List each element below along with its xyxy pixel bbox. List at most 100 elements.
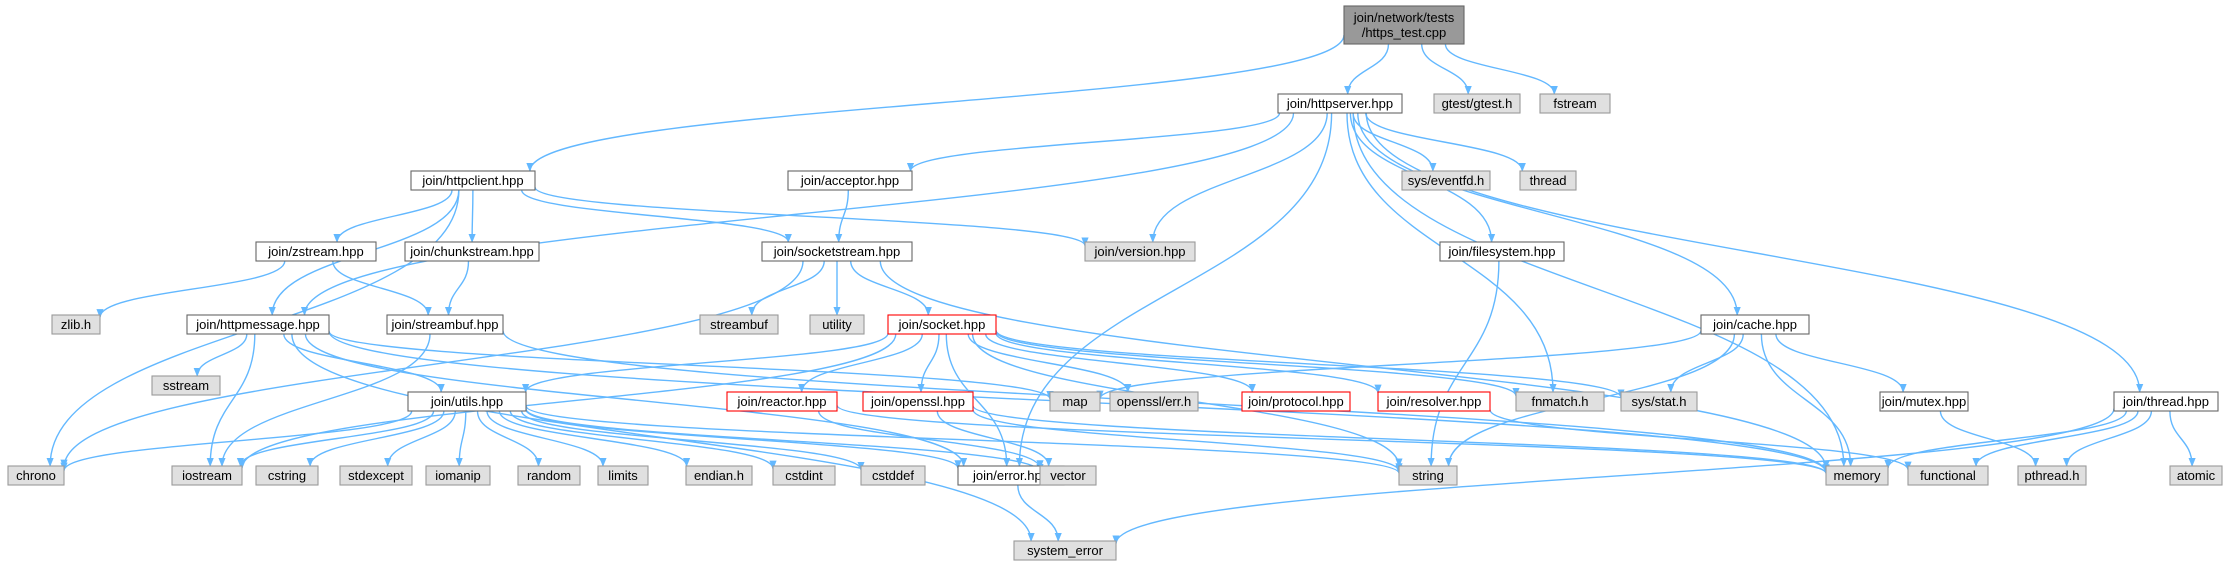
- node-box: [1825, 465, 1889, 486]
- node-fnmatch-h: fnmatch.h: [1515, 391, 1605, 412]
- edge-utils-to-iomanip: [455, 410, 467, 467]
- node-join-acceptor-hpp[interactable]: join/acceptor.hpp: [787, 170, 913, 191]
- node-label: cstddef: [872, 468, 914, 483]
- node-sstream: sstream: [151, 375, 221, 396]
- edge-httpmessage-to-error: [304, 333, 968, 467]
- node-label: join/utils.hpp: [430, 394, 503, 409]
- node-box: [1343, 5, 1465, 45]
- node-join-network-tests-https-test-cpp[interactable]: join/network/tests/https_test.cpp: [1343, 5, 1465, 45]
- node-join-socketstream-hpp[interactable]: join/socketstream.hpp: [761, 241, 913, 262]
- node-label: join/reactor.hpp: [737, 394, 827, 409]
- node-join-mutex-hpp[interactable]: join/mutex.hpp: [1879, 391, 1969, 412]
- node-box: [772, 465, 836, 486]
- edge-httpserver-to-acceptor: [907, 112, 1281, 172]
- node-label: openssl/err.h: [1117, 394, 1191, 409]
- node-label: string: [1412, 468, 1444, 483]
- node-join-cache-hpp[interactable]: join/cache.hpp: [1700, 314, 1810, 335]
- edge-socket-to-reactor: [798, 333, 923, 393]
- node-join-streambuf-hpp[interactable]: join/streambuf.hpp: [386, 314, 504, 335]
- edge-utils-to-stdexcept: [384, 410, 456, 467]
- node-box: [1515, 391, 1605, 412]
- node-join-httpclient-hpp[interactable]: join/httpclient.hpp: [410, 170, 536, 191]
- node-join-utils-hpp[interactable]: join/utils.hpp: [407, 391, 527, 412]
- node-box: [1241, 391, 1351, 412]
- node-map: map: [1049, 391, 1101, 412]
- node-memory: memory: [1825, 465, 1889, 486]
- node-join-protocol-hpp[interactable]: join/protocol.hpp: [1241, 391, 1351, 412]
- node-join-version-hpp: join/version.hpp: [1084, 241, 1196, 262]
- edge-error-to-system_error: [1017, 484, 1062, 542]
- node-zlib-h: zlib.h: [51, 314, 101, 335]
- node-box: [1401, 170, 1491, 191]
- edge-utils-to-vector: [525, 408, 1044, 473]
- node-join-filesystem-hpp[interactable]: join/filesystem.hpp: [1439, 241, 1565, 262]
- edge-httpclient-to-zstream: [333, 189, 453, 243]
- node-label: fnmatch.h: [1531, 394, 1588, 409]
- edge-reactor-to-memory: [836, 404, 1830, 475]
- node-box: [1109, 391, 1199, 412]
- node-join-thread-hpp[interactable]: join/thread.hpp: [2113, 391, 2219, 412]
- node-join-httpserver-hpp[interactable]: join/httpserver.hpp: [1277, 93, 1403, 114]
- node-label: streambuf: [710, 317, 768, 332]
- edge-utils-to-chrono: [60, 410, 413, 472]
- node-label: join/cache.hpp: [1712, 317, 1797, 332]
- node-box: [2169, 465, 2223, 486]
- node-functional: functional: [1907, 465, 1989, 486]
- edge-openssl_h-to-string: [972, 409, 1403, 473]
- node-label: join/error.hpp: [972, 468, 1049, 483]
- node-label: functional: [1920, 468, 1976, 483]
- edge-httpserver-to-eventfd: [1352, 112, 1437, 172]
- edge-root-to-fstream: [1444, 43, 1558, 95]
- node-iostream: iostream: [171, 465, 243, 486]
- node-box: [862, 391, 974, 412]
- node-label: join/acceptor.hpp: [800, 173, 899, 188]
- node-gtest-gtest-h: gtest/gtest.h: [1433, 93, 1521, 114]
- node-box: [761, 241, 913, 262]
- node-join-openssl-hpp[interactable]: join/openssl.hpp: [862, 391, 974, 412]
- edge-socket-to-protocol: [985, 333, 1256, 393]
- header-nodes: join/network/tests/https_test.cpp join/ht…: [7, 5, 2223, 561]
- node-join-chunkstream-hpp[interactable]: join/chunkstream.hpp: [404, 241, 540, 262]
- node-label: sys/eventfd.h: [1408, 173, 1485, 188]
- node-cstdint: cstdint: [772, 465, 836, 486]
- edge-thread_h-to-memory: [1884, 410, 2127, 469]
- node-label: join/chunkstream.hpp: [409, 244, 534, 259]
- edge-httpserver-to-cache: [1357, 112, 1741, 316]
- edge-utils-to-cstdint: [509, 410, 777, 470]
- node-box: [186, 314, 330, 335]
- node-join-error-hpp[interactable]: join/error.hpp: [957, 465, 1065, 486]
- node-label: cstdint: [785, 468, 823, 483]
- edge-thread_h-to-functional: [1972, 410, 2139, 467]
- edge-openssl_h-to-memory: [972, 405, 1830, 474]
- node-box: [407, 391, 527, 412]
- node-box: [1433, 93, 1521, 114]
- node-join-zstream-hpp[interactable]: join/zstream.hpp: [255, 241, 377, 262]
- edge-httpmessage-to-sstream: [193, 333, 248, 377]
- edge-zstream-to-zlib: [96, 260, 286, 319]
- node-limits: limits: [597, 465, 649, 486]
- node-join-httpmessage-hpp[interactable]: join/httpmessage.hpp: [186, 314, 330, 335]
- node-vector: vector: [1039, 465, 1097, 486]
- node-box: [425, 465, 491, 486]
- edge-httpmessage-to-utils: [283, 333, 445, 393]
- node-cstddef: cstddef: [860, 465, 926, 486]
- node-join-socket-hpp[interactable]: join/socket.hpp: [887, 314, 997, 335]
- node-label: vector: [1050, 468, 1086, 483]
- edge-filesystem-to-string: [1427, 260, 1500, 467]
- node-box: [860, 465, 926, 486]
- node-box: [1049, 391, 1101, 412]
- node-box: [726, 391, 838, 412]
- edge-socket-to-openssl_h: [917, 333, 940, 393]
- node-join-resolver-hpp[interactable]: join/resolver.hpp: [1377, 391, 1491, 412]
- node-streambuf: streambuf: [699, 314, 779, 335]
- node-sys-stat-h: sys/stat.h: [1620, 391, 1698, 412]
- node-label: iostream: [182, 468, 232, 483]
- node-sys-eventfd-h: sys/eventfd.h: [1401, 170, 1491, 191]
- node-join-reactor-hpp[interactable]: join/reactor.hpp: [726, 391, 838, 412]
- edge-utils-to-string: [525, 405, 1403, 475]
- node-box: [1084, 241, 1196, 262]
- edge-httpclient-to-version: [534, 186, 1089, 247]
- node-label: join/version.hpp: [1093, 244, 1185, 259]
- node-system-error: system_error: [1013, 540, 1117, 561]
